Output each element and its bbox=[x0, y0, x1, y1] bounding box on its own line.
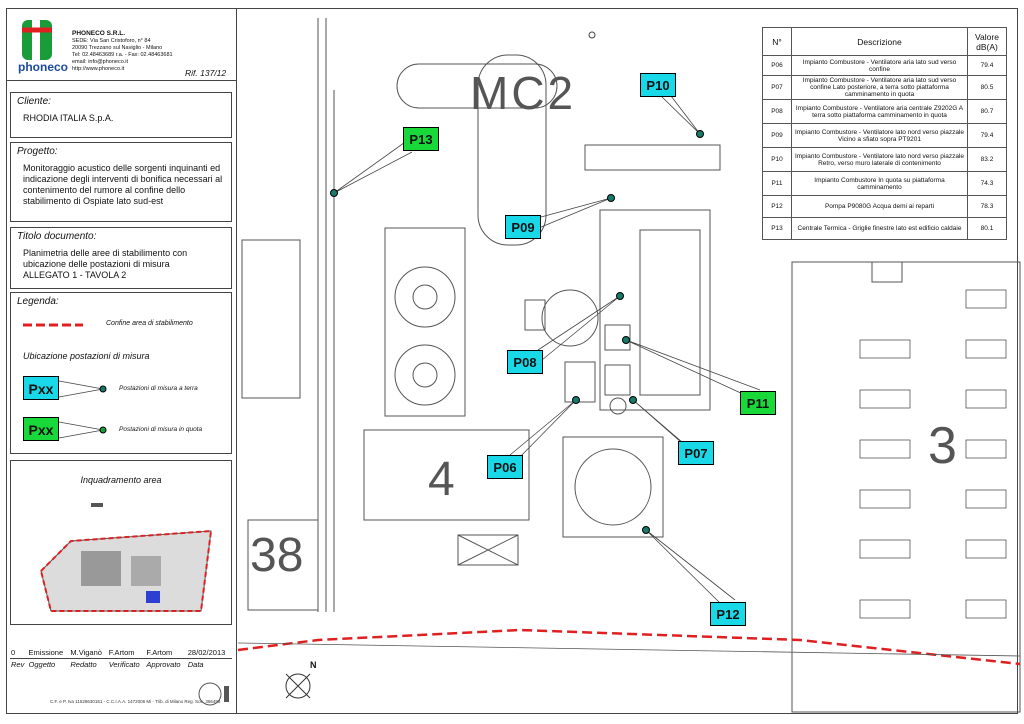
rev-header-drafted: Redatto bbox=[70, 660, 97, 669]
certification-seal-icon bbox=[198, 682, 229, 706]
reference-number: Rif. 137/12 bbox=[185, 68, 227, 78]
legend-boundary: Confine area di stabilimento bbox=[106, 320, 193, 327]
north-label: N bbox=[310, 660, 317, 670]
inset-box: Inquadramento area bbox=[10, 460, 232, 625]
rev-header-approved: Approvato bbox=[146, 660, 181, 669]
area-label-4: 4 bbox=[428, 453, 455, 506]
marker-p10[interactable]: P10 bbox=[640, 73, 676, 97]
rev-checked: F.Artom bbox=[107, 647, 146, 659]
col-header-n: N° bbox=[762, 27, 792, 56]
area-label-mc2: MC2 bbox=[470, 67, 577, 119]
marker-p09[interactable]: P09 bbox=[505, 215, 541, 239]
rev-drafted: M.Viganò bbox=[69, 647, 108, 659]
marker-p12[interactable]: P12 bbox=[710, 602, 746, 626]
revision-table: 0 Emissione M.Viganò F.Artom F.Artom 28/… bbox=[10, 647, 232, 670]
doc-title-label: Titolo documento: bbox=[17, 231, 97, 242]
doc-title-box: Titolo documento: Planimetria delle aree… bbox=[10, 227, 232, 289]
company-logo bbox=[20, 18, 60, 62]
legend-section-title: Ubicazione postazioni di misura bbox=[23, 351, 150, 361]
marker-p06[interactable]: P06 bbox=[487, 455, 523, 479]
rev-header-object: Oggetto bbox=[28, 660, 56, 669]
marker-p11[interactable]: P11 bbox=[740, 391, 776, 415]
doc-title-line3: ALLEGATO 1 - TAVOLA 2 bbox=[23, 270, 127, 280]
rev-value: 0 bbox=[10, 647, 28, 659]
legend-box: Legenda: Confine area di stabilimento Ub… bbox=[10, 292, 232, 454]
company-email: email: info@phoneco.it bbox=[72, 59, 129, 65]
client-label: Cliente: bbox=[17, 96, 51, 107]
project-label: Progetto: bbox=[17, 146, 58, 157]
marker-p07[interactable]: P07 bbox=[678, 441, 714, 465]
rev-header-rev: Rev bbox=[11, 660, 25, 669]
drawing-sheet bbox=[6, 8, 1018, 714]
area-label-3: 3 bbox=[928, 417, 957, 475]
rev-approved: F.Artom bbox=[145, 647, 187, 659]
inset-title: Inquadramento area bbox=[80, 475, 162, 485]
legend-elevated: Postazioni di misura in quota bbox=[119, 426, 203, 433]
company-phone: Tel: 02.48463689 r.a. - Fax: 02.48463681 bbox=[72, 52, 173, 58]
client-value: RHODIA ITALIA S.p.A. bbox=[23, 113, 114, 123]
rev-header-date: Data bbox=[187, 660, 204, 669]
inset-map bbox=[39, 503, 213, 612]
project-value: Monitoraggio acustico delle sorgenti inq… bbox=[23, 163, 223, 206]
company-address-2: 20090 Trezzano sul Naviglio - Milano bbox=[72, 45, 163, 51]
company-address-1: SEDE: Via San Cristoforo, n° 84 bbox=[72, 38, 151, 44]
legend-ground: Postazioni di misura a terra bbox=[119, 385, 198, 392]
title-block bbox=[6, 8, 237, 714]
divider bbox=[6, 80, 237, 81]
logo-text: phoneco bbox=[18, 60, 68, 74]
doc-title-line1: Planimetria delle aree di stabilimento c… bbox=[23, 248, 188, 258]
legend-elevated-marker: Pxx bbox=[23, 417, 59, 441]
col-header-value: Valore dB(A) bbox=[967, 27, 1007, 56]
company-name: PHONECO S.R.L. bbox=[72, 30, 126, 37]
rev-header-checked: Verificato bbox=[108, 660, 140, 669]
rev-date: 28/02/2013 bbox=[186, 647, 232, 659]
leader-icon bbox=[59, 421, 107, 439]
boundary-line-icon bbox=[23, 323, 83, 327]
area-label-38: 38 bbox=[250, 529, 304, 582]
leader-icon bbox=[59, 380, 107, 398]
rev-object: Emissione bbox=[27, 647, 70, 659]
marker-p08[interactable]: P08 bbox=[507, 350, 543, 374]
company-web: http://www.phoneco.it bbox=[72, 66, 125, 72]
project-box: Progetto: Monitoraggio acustico delle so… bbox=[10, 142, 232, 222]
client-box: Cliente: RHODIA ITALIA S.p.A. bbox=[10, 92, 232, 138]
footer-text: C.F. e P. Iva 11528630151 - C.C.I.A.A. 1… bbox=[50, 699, 221, 704]
legend-ground-marker: Pxx bbox=[23, 376, 59, 400]
legend-label: Legenda: bbox=[17, 296, 59, 307]
col-header-desc: Descrizione bbox=[791, 27, 968, 56]
marker-p13[interactable]: P13 bbox=[403, 127, 439, 151]
doc-title-line2: ubicazione delle postazioni di misura bbox=[23, 259, 170, 269]
